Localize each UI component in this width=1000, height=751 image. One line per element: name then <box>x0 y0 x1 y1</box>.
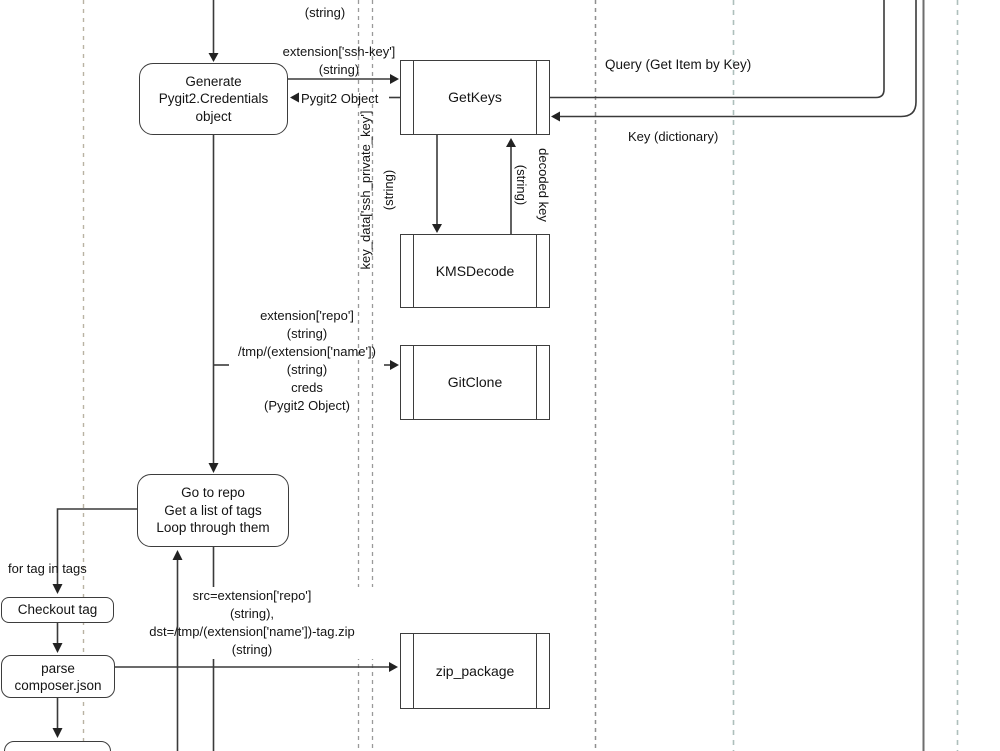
node-generate-credentials: Generate Pygit2.Credentials object <box>139 63 288 135</box>
process-bar-icon <box>536 634 537 708</box>
label-pygit2-object: Pygit2 Object <box>301 91 379 106</box>
label-query: Query (Get Item by Key) <box>605 57 752 72</box>
process-bar-icon <box>536 346 537 419</box>
node-label: KMSDecode <box>435 262 515 279</box>
arrowheads <box>52 53 560 738</box>
node-git-clone: GitClone <box>400 345 550 420</box>
node-label: GetKeys <box>448 89 502 105</box>
process-bar-icon <box>536 235 537 307</box>
label-zip-args: src=extension['repo'] (string), dst=/tmp… <box>127 587 377 659</box>
process-bar-icon <box>536 61 537 134</box>
node-go-to-repo: Go to repo Get a list of tags Loop throu… <box>137 474 289 547</box>
node-bottom-clipped <box>4 741 111 751</box>
label-for-tag-in-tags: for tag in tags <box>8 561 87 576</box>
node-checkout-tag: Checkout tag <box>1 597 114 623</box>
label-top-string: (string) <box>304 5 346 20</box>
label-ssh-key: extension['ssh-key'] (string) <box>282 44 396 77</box>
node-parse-composer: parse composer.json <box>1 655 115 698</box>
process-bar-icon <box>413 346 414 419</box>
process-bar-icon <box>413 235 414 307</box>
label-decoded-key-rotated: decoded key (string) <box>514 148 551 222</box>
node-label: zip_package <box>435 662 515 679</box>
label-key-dictionary: Key (dictionary) <box>628 129 719 144</box>
process-bar-icon <box>413 634 414 708</box>
node-label: GitClone <box>447 374 503 390</box>
node-get-keys: GetKeys <box>400 60 550 135</box>
label-key-data-rotated: key_data['ssh_private_key'] (string) <box>358 110 396 270</box>
node-kms-decode: KMSDecode <box>400 234 550 308</box>
process-bar-icon <box>413 61 414 134</box>
label-git-clone-args: extension['repo'] (string) /tmp/(extensi… <box>238 308 376 413</box>
node-zip-package: zip_package <box>400 633 550 709</box>
